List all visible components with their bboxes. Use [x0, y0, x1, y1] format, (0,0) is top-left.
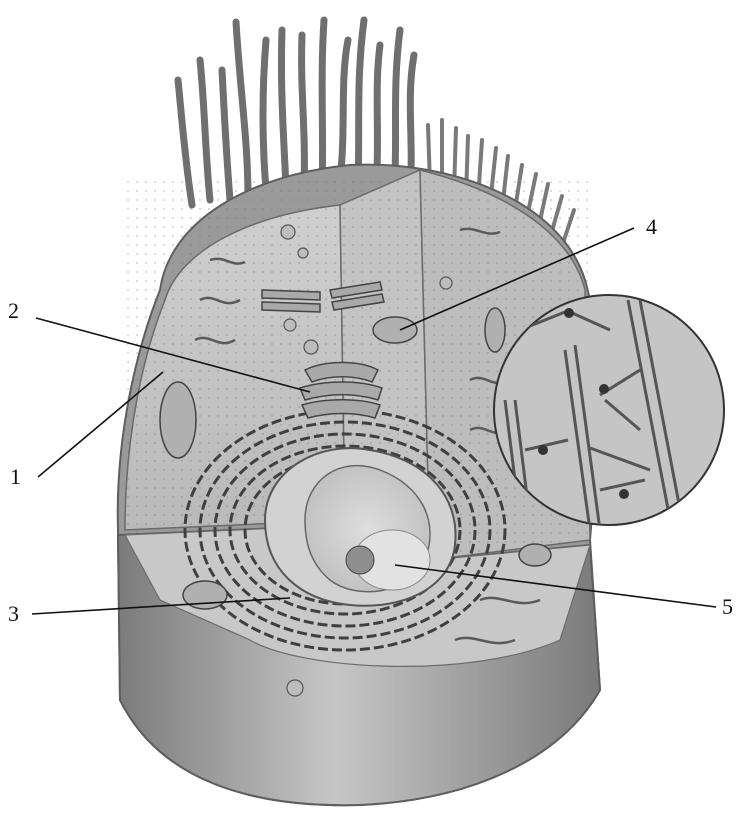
label-2: 2	[8, 300, 19, 322]
label-1: 1	[10, 466, 21, 488]
label-4: 4	[646, 216, 657, 238]
label-5: 5	[722, 596, 733, 618]
label-3: 3	[8, 603, 19, 625]
